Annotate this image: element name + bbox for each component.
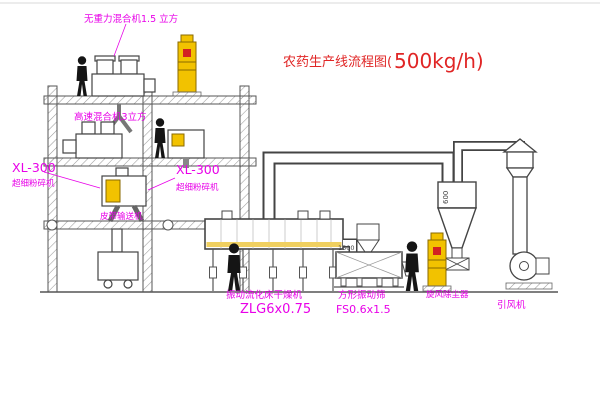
feeder-panel — [171, 133, 185, 147]
person-ground-right — [405, 241, 419, 291]
bucket-elevator-right — [422, 232, 452, 292]
rotary-valve — [444, 257, 470, 271]
label-fan: 引风机 — [497, 299, 526, 311]
pulverizer-panel — [105, 179, 121, 203]
mill-feeder — [167, 129, 205, 168]
column-right — [239, 85, 250, 293]
bucket-elevator-top — [172, 34, 202, 97]
cyclone-separator — [437, 181, 477, 271]
floor-beam-mid — [43, 157, 257, 167]
screen-feed-chute — [343, 238, 358, 254]
floor-beam-top — [43, 95, 257, 105]
elevator-indicator — [433, 247, 441, 255]
label-mill-left-name: 超细粉碎机 — [12, 178, 55, 189]
feeder-downpipe — [183, 158, 189, 168]
induced-draft-fan — [505, 251, 553, 290]
label-belt-conveyor: 皮带输送机 — [100, 211, 143, 222]
fan-base — [505, 282, 553, 290]
elevator-indicator — [183, 49, 191, 57]
label-high-speed-mixer: 高速混合机3立方 — [74, 111, 147, 123]
screen-size-label: 1500 — [338, 244, 355, 252]
label-mill-mid-model: XL-300 — [176, 162, 220, 177]
label-leaders — [43, 23, 176, 191]
fan-motor — [535, 257, 550, 275]
person-second-floor — [154, 118, 166, 158]
label-mill-left-model: XL-300 — [12, 160, 56, 175]
label-screen-name: 方形振动筛 — [338, 289, 386, 301]
packer-chute — [111, 228, 123, 253]
mixer-motor — [143, 78, 156, 93]
person-ground-left — [227, 243, 241, 291]
conveyor-pulley-left — [46, 219, 58, 231]
label-dryer-model: ZLG6x0.75 — [240, 302, 311, 317]
conveyor-pulley-right — [162, 219, 174, 231]
dryer-springs — [209, 266, 337, 279]
diagram-title-capacity: 500kg/h) — [394, 49, 484, 73]
label-gravity-mixer: 无重力混合机1.5 立方 — [84, 13, 178, 25]
ground-machine — [97, 228, 139, 289]
vent-cap — [502, 138, 538, 255]
screen-hopper — [356, 223, 380, 241]
gravity-mixer — [91, 55, 156, 134]
label-cyclone: 旋风除尘器 — [426, 289, 469, 300]
dryer-bed-strip — [206, 242, 342, 247]
person-top-floor — [76, 56, 88, 96]
vibrating-screen — [334, 223, 415, 288]
label-mill-mid-name: 超细粉碎机 — [176, 182, 219, 193]
down-duct — [512, 176, 528, 255]
label-screen-model: FS0.6x1.5 — [336, 303, 391, 316]
diagram-title: 农药生产线流程图( — [283, 55, 392, 70]
label-dryer-name: 振动流化床干燥机 — [226, 289, 303, 301]
pulverizer — [101, 167, 147, 223]
mixer-motor — [62, 139, 77, 154]
column-left — [47, 85, 58, 293]
screen-springs — [340, 277, 399, 287]
exhaust-duct-main — [262, 151, 455, 225]
high-speed-mixer — [62, 121, 123, 159]
fluid-bed-dryer — [204, 210, 344, 291]
cyclone-diameter-label: 600 — [442, 191, 450, 204]
pulverizer-y-duct — [107, 204, 145, 223]
